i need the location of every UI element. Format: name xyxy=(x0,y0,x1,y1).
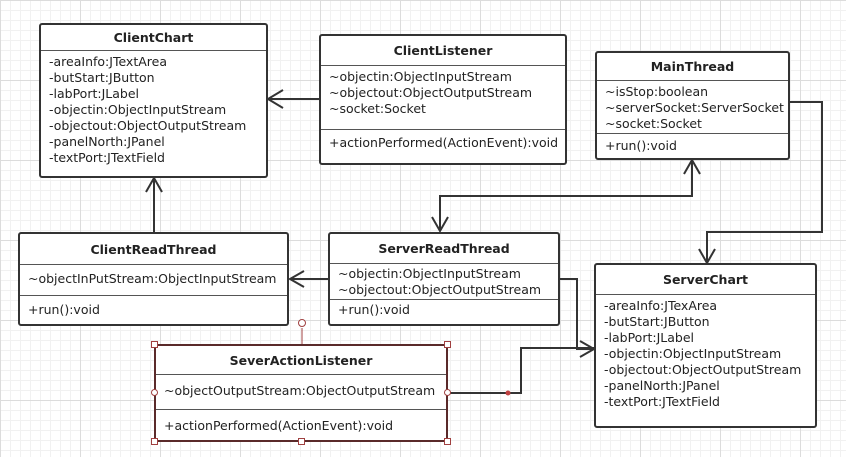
association-mainthread-serverreadthread[interactable] xyxy=(431,157,701,234)
operations-list: +actionPerformed(ActionEvent):void xyxy=(321,130,565,151)
attributes-list: ~objectInPutStream:ObjectInputStream xyxy=(20,265,287,296)
attribute: -labPort:JLabel xyxy=(49,86,139,101)
attribute: -butStart:JButton xyxy=(604,314,710,329)
attributes-list: -areaInfo:JTextArea -butStart:JButton -l… xyxy=(41,51,266,166)
class-serverreadthread[interactable]: ServerReadThread ~objectin:ObjectInputSt… xyxy=(328,232,560,326)
attributes-list: ~objectOutputStream:ObjectOutputStream xyxy=(156,375,446,410)
attribute: ~isStop:boolean xyxy=(605,84,709,99)
attribute: -panelNorth:JPanel xyxy=(49,134,165,149)
attribute: -labPort:JLabel xyxy=(604,330,694,345)
class-name: ServerChart xyxy=(596,265,815,295)
operation: +run():void xyxy=(28,302,100,317)
attribute: ~objectin:ObjectInputStream xyxy=(338,266,521,281)
attributes-list: ~objectin:ObjectInputStream ~objectout:O… xyxy=(330,264,558,300)
class-name: ClientReadThread xyxy=(20,234,287,265)
attribute: -objectout:ObjectOutputStream xyxy=(604,362,802,377)
attribute: ~socket:Socket xyxy=(329,101,426,116)
class-clientchart[interactable]: ClientChart -areaInfo:JTextArea -butStar… xyxy=(39,23,268,178)
operations-list: +run():void xyxy=(20,296,287,318)
attribute: ~serverSocket:ServerSocket xyxy=(605,100,784,115)
operation: +actionPerformed(ActionEvent):void xyxy=(329,135,559,150)
resize-handle-s[interactable] xyxy=(298,438,305,445)
association-severactionlistener-serverchart[interactable] xyxy=(448,347,594,394)
class-name: MainThread xyxy=(597,53,788,81)
attribute: ~objectOutputStream:ObjectOutputStream xyxy=(164,383,436,398)
operations-list: +actionPerformed(ActionEvent):void xyxy=(156,410,446,434)
attribute: -butStart:JButton xyxy=(49,70,155,85)
class-clientreadthread[interactable]: ClientReadThread ~objectInPutStream:Obje… xyxy=(18,232,289,326)
class-serverchart[interactable]: ServerChart -areaInfo:JTexArea -butStart… xyxy=(594,263,817,428)
attribute: ~objectout:ObjectOutputStream xyxy=(329,85,533,100)
association-serverreadthread-clientreadthread[interactable] xyxy=(287,270,328,288)
attribute: ~objectin:ObjectInputStream xyxy=(329,69,512,84)
attribute: -objectin:ObjectInputStream xyxy=(49,102,227,117)
attributes-list: ~isStop:boolean ~serverSocket:ServerSock… xyxy=(597,81,788,134)
operations-list: +run():void xyxy=(597,134,788,154)
class-name: ClientListener xyxy=(321,36,565,66)
operation: +run():void xyxy=(605,138,677,153)
resize-handle-nw[interactable] xyxy=(151,341,158,348)
attributes-list: ~objectin:ObjectInputStream ~objectout:O… xyxy=(321,66,565,130)
operation: +actionPerformed(ActionEvent):void xyxy=(164,418,394,433)
class-severactionlistener[interactable]: SeverActionListener ~objectOutputStream:… xyxy=(154,344,448,442)
resize-handle-se[interactable] xyxy=(444,438,451,445)
attribute: -areaInfo:JTexArea xyxy=(604,298,718,313)
connection-point-w[interactable] xyxy=(151,389,158,396)
association-clientreadthread-clientchart[interactable] xyxy=(145,175,163,232)
class-name: ClientChart xyxy=(41,25,266,51)
attribute: -objectin:ObjectInputStream xyxy=(604,346,782,361)
class-clientlistener[interactable]: ClientListener ~objectin:ObjectInputStre… xyxy=(319,34,567,165)
operation: +run():void xyxy=(338,302,410,317)
selection-dot xyxy=(505,390,511,396)
attribute: ~socket:Socket xyxy=(605,116,702,131)
attribute: -textPort:JTextField xyxy=(604,394,720,409)
association-clientlistener-clientchart[interactable] xyxy=(266,89,319,109)
class-mainthread[interactable]: MainThread ~isStop:boolean ~serverSocket… xyxy=(595,51,790,160)
attribute: -panelNorth:JPanel xyxy=(604,378,720,393)
attribute: ~objectout:ObjectOutputStream xyxy=(338,282,542,297)
attribute: -textPort:JTextField xyxy=(49,150,165,165)
attribute: -areaInfo:JTextArea xyxy=(49,54,167,69)
class-name: SeverActionListener xyxy=(156,346,446,375)
connection-point-e[interactable] xyxy=(444,389,451,396)
class-name: ServerReadThread xyxy=(330,234,558,264)
attribute: ~objectInPutStream:ObjectInputStream xyxy=(28,271,277,286)
resize-handle-sw[interactable] xyxy=(151,438,158,445)
attribute: -objectout:ObjectOutputStream xyxy=(49,118,247,133)
association-serverreadthread-serverchart[interactable] xyxy=(560,278,597,358)
attributes-list: -areaInfo:JTexArea -butStart:JButton -la… xyxy=(596,295,815,410)
operations-list: +run():void xyxy=(330,300,558,318)
resize-handle-ne[interactable] xyxy=(444,341,451,348)
